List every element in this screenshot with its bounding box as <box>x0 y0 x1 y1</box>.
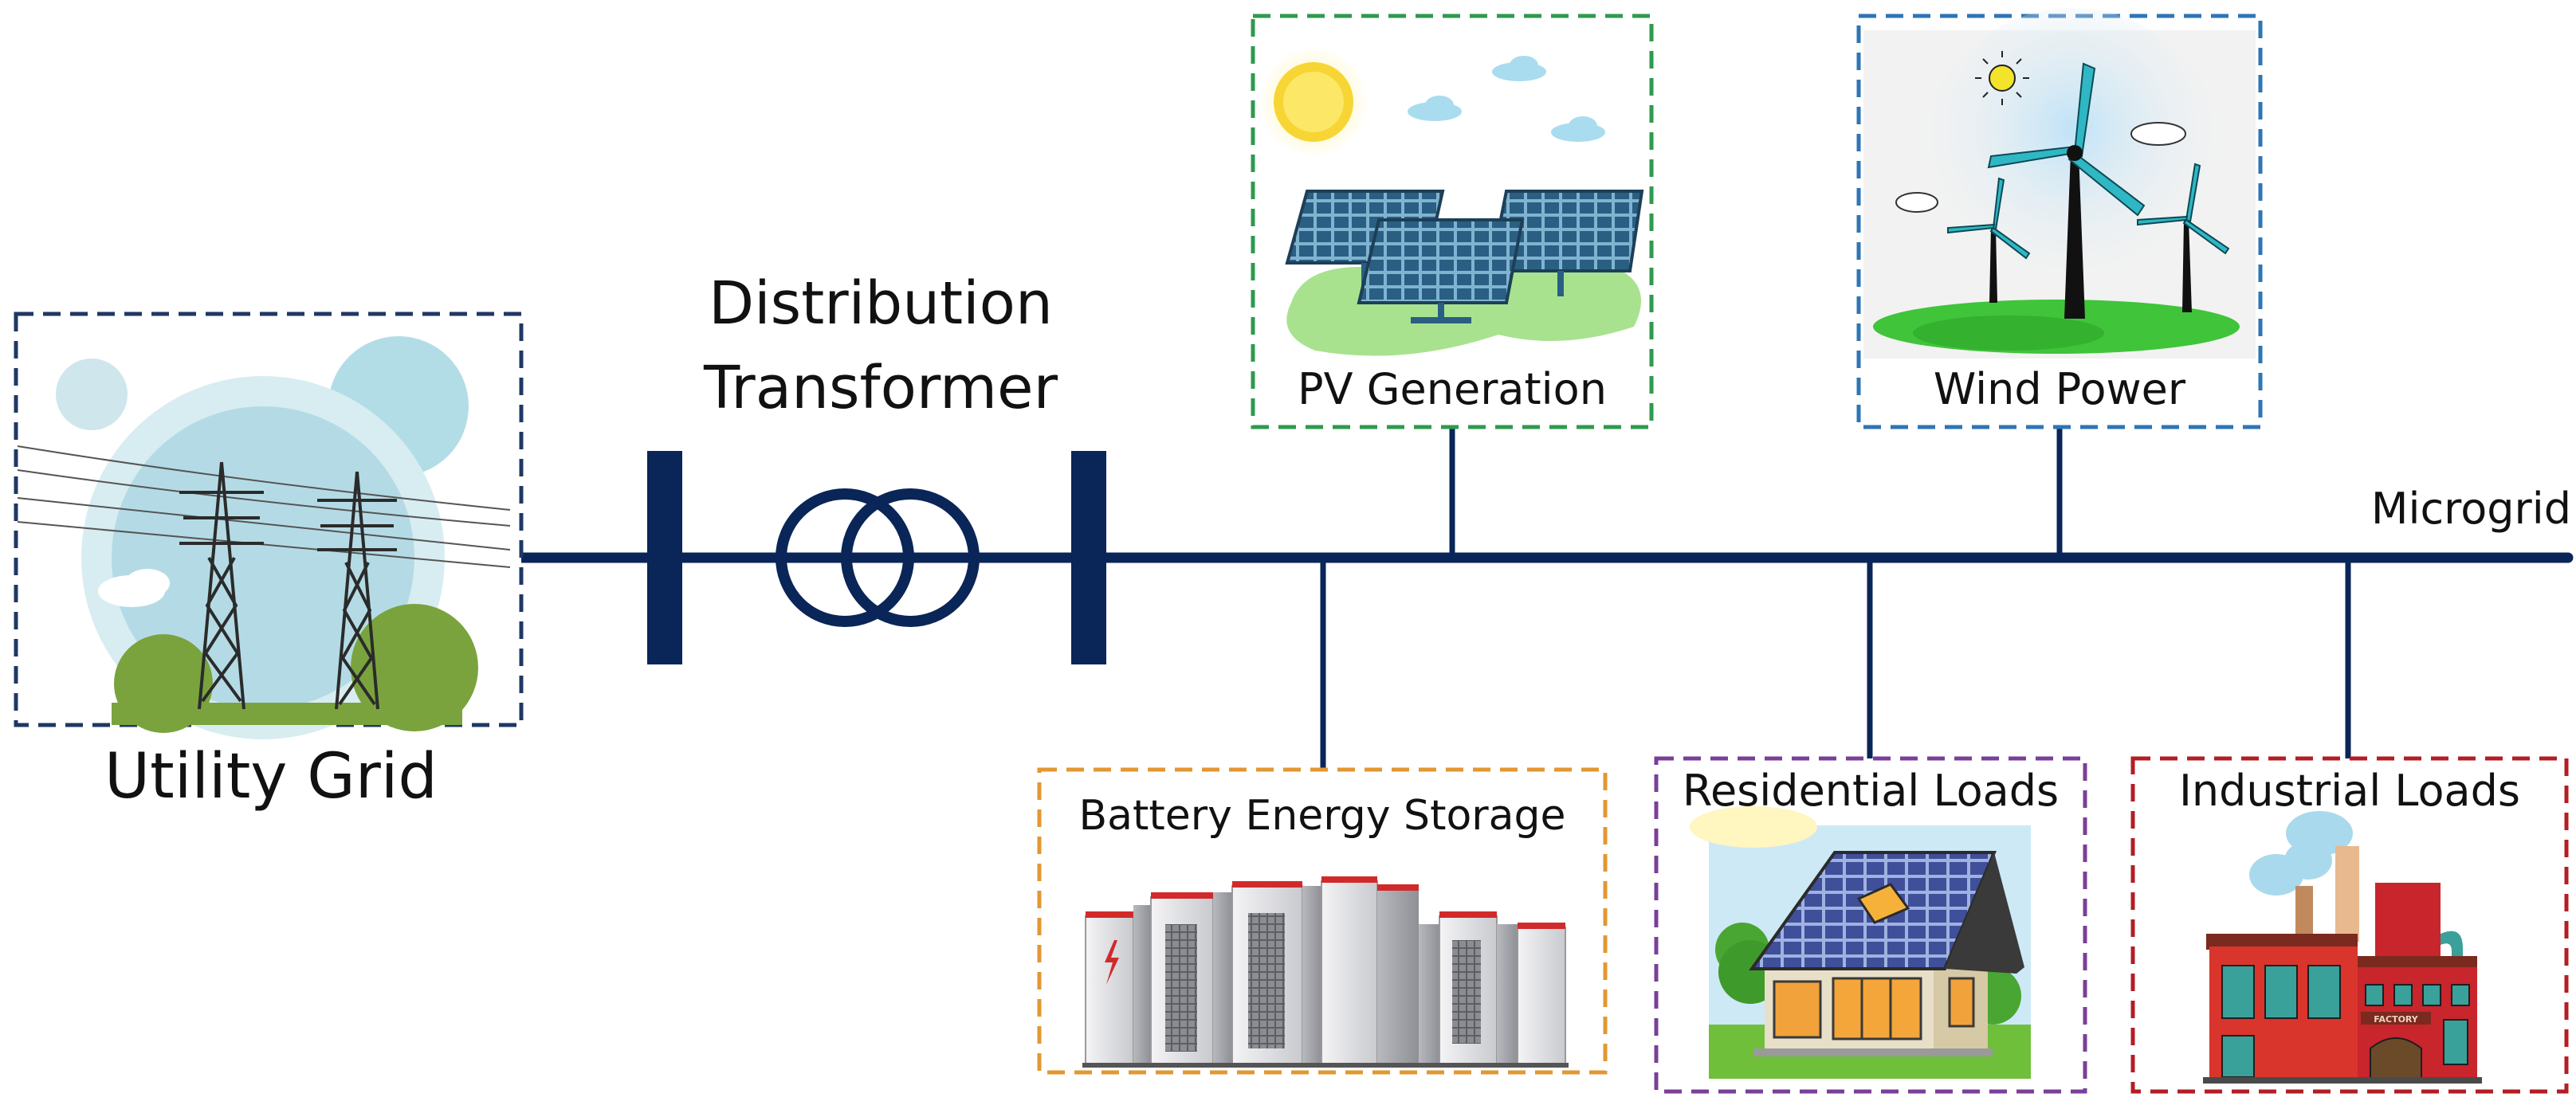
transformer-symbol-icon <box>647 451 1106 664</box>
industrial-loads-label: Industrial Loads <box>2178 766 2521 816</box>
transformer-label-line2: Transformer <box>703 354 1058 422</box>
wind-turbines-icon <box>1863 8 2256 359</box>
battery-cabinets-icon <box>1082 876 1569 1068</box>
solar-panels-icon <box>1258 46 1644 356</box>
branch-lines <box>1320 427 2351 770</box>
factory-icon: FACTORY <box>2203 811 2482 1084</box>
industrial-loads-node: FACTORY <box>2130 756 2569 1094</box>
utility-grid-label: Utility Grid <box>104 741 438 813</box>
transmission-towers-icon <box>17 336 511 739</box>
wind-power-label: Wind Power <box>1933 364 2186 414</box>
utility-grid-node <box>14 312 524 739</box>
factory-sign: FACTORY <box>2374 1014 2419 1025</box>
residential-loads-label: Residential Loads <box>1682 766 2060 816</box>
wind-power-node <box>1856 8 2263 429</box>
microgrid-label: Microgrid <box>2370 484 2571 534</box>
residential-loads-node <box>1654 756 2087 1094</box>
battery-storage-node <box>1037 767 1608 1075</box>
battery-storage-label: Battery Energy Storage <box>1078 792 1566 840</box>
house-icon <box>1690 806 2031 1079</box>
pv-generation-node <box>1251 14 1654 429</box>
pv-generation-label: PV Generation <box>1298 364 1607 414</box>
transformer-label-line1: Distribution <box>709 269 1053 338</box>
